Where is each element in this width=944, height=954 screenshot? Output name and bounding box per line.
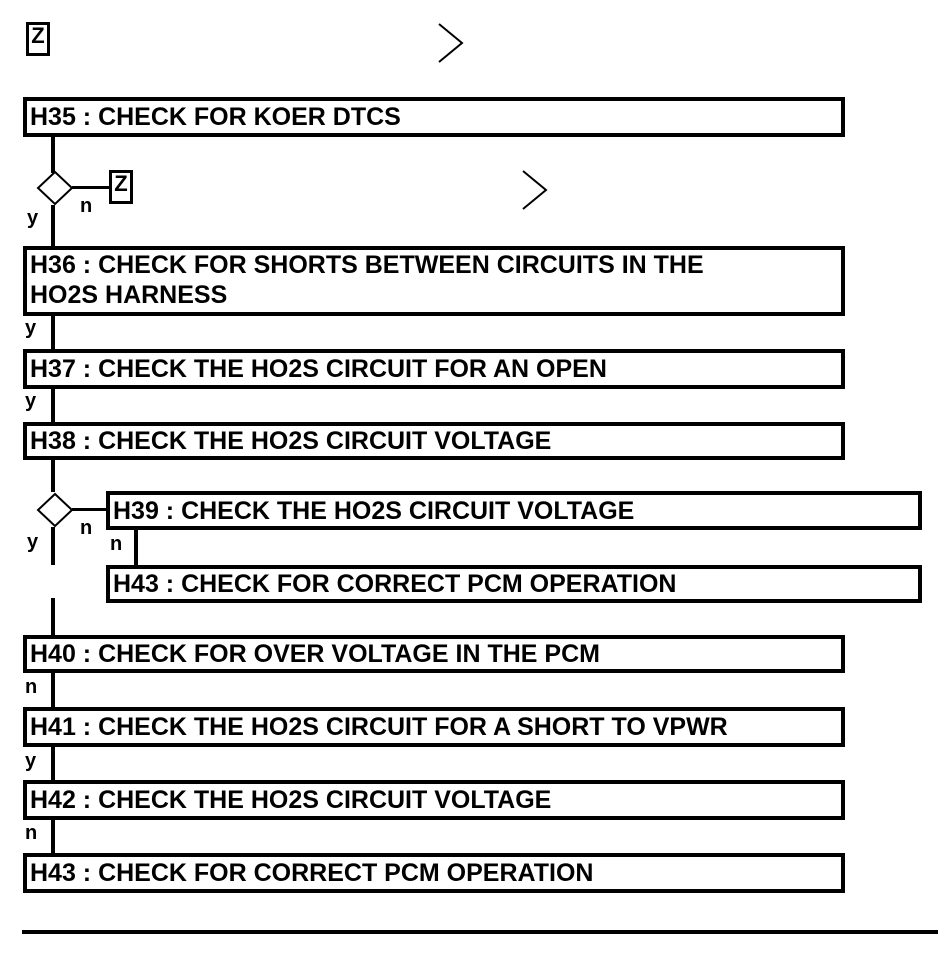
decision-diamond — [36, 492, 74, 528]
step-h43[interactable]: H43 : CHECK FOR CORRECT PCM OPERATION — [23, 853, 845, 893]
step-h41[interactable]: H41 : CHECK THE HO2S CIRCUIT FOR A SHORT… — [23, 707, 845, 747]
edge-label-no: n — [80, 195, 93, 217]
edge-label-yes: y — [25, 750, 37, 772]
connector — [51, 747, 55, 780]
connector — [72, 186, 110, 189]
step-h35[interactable]: H35 : CHECK FOR KOER DTCS — [23, 97, 845, 137]
edge-label-no: n — [25, 822, 38, 844]
step-h36[interactable]: H36 : CHECK FOR SHORTS BETWEEN CIRCUITS … — [23, 246, 845, 316]
edge-label-yes: y — [27, 207, 39, 229]
decision-diamond — [36, 170, 74, 206]
connector — [51, 527, 55, 565]
connector — [134, 530, 138, 566]
z-icon[interactable]: Z — [109, 170, 133, 204]
connector — [51, 598, 55, 636]
connector — [51, 673, 55, 707]
connector — [51, 460, 55, 492]
chevron-right-icon[interactable] — [436, 22, 466, 64]
connector — [51, 316, 55, 349]
connector — [72, 508, 108, 511]
connector — [51, 820, 55, 854]
step-h40[interactable]: H40 : CHECK FOR OVER VOLTAGE IN THE PCM — [23, 635, 845, 673]
step-h43-branch[interactable]: H43 : CHECK FOR CORRECT PCM OPERATION — [106, 565, 922, 603]
step-h37[interactable]: H37 : CHECK THE HO2S CIRCUIT FOR AN OPEN — [23, 349, 845, 389]
connector — [51, 389, 55, 422]
edge-label-yes: y — [25, 317, 37, 339]
edge-label-yes: y — [27, 531, 39, 553]
step-h42[interactable]: H42 : CHECK THE HO2S CIRCUIT VOLTAGE — [23, 780, 845, 820]
step-h38[interactable]: H38 : CHECK THE HO2S CIRCUIT VOLTAGE — [23, 422, 845, 460]
divider — [22, 930, 938, 934]
edge-label-no: n — [25, 676, 38, 698]
z-icon[interactable]: Z — [26, 22, 50, 56]
edge-label-no: n — [110, 533, 123, 555]
connector — [51, 205, 55, 247]
step-h39[interactable]: H39 : CHECK THE HO2S CIRCUIT VOLTAGE — [106, 491, 922, 530]
connector — [51, 137, 55, 173]
edge-label-yes: y — [25, 390, 37, 412]
chevron-right-icon[interactable] — [520, 169, 550, 211]
edge-label-no: n — [80, 517, 93, 539]
